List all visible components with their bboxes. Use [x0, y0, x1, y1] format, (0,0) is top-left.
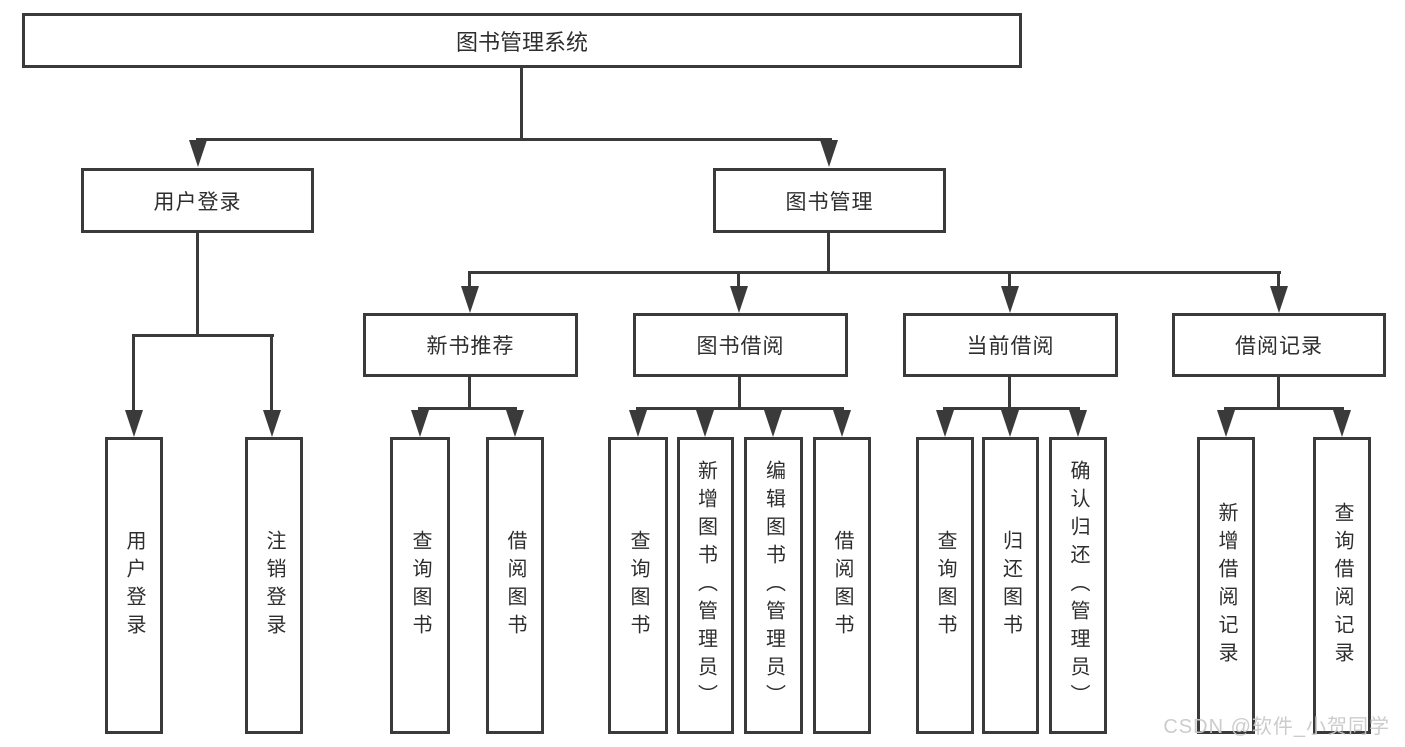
connector-line	[738, 375, 741, 410]
connector-line	[132, 334, 135, 413]
leaf-query-books-borrowing: 查询图书	[608, 437, 668, 734]
node-current-borrowing: 当前借阅	[903, 313, 1118, 377]
node-book-management: 图书管理	[713, 168, 946, 233]
arrow-down-icon	[1333, 410, 1351, 437]
connector-line	[636, 407, 844, 410]
node-new-book-recommend: 新书推荐	[363, 313, 578, 377]
arrow-down-icon	[696, 410, 714, 437]
node-borrowing-records: 借阅记录	[1172, 313, 1386, 377]
connector-line	[827, 231, 830, 274]
leaf-logout: 注销登录	[245, 437, 303, 734]
node-root: 图书管理系统	[22, 13, 1022, 68]
arrow-down-icon	[263, 410, 281, 437]
connector-line	[1008, 271, 1011, 289]
arrow-down-icon	[1217, 410, 1235, 437]
connector-line	[418, 407, 517, 410]
connector-line	[196, 138, 832, 141]
connector-line	[270, 334, 273, 413]
arrow-down-icon	[820, 140, 838, 167]
arrow-down-icon	[506, 410, 524, 437]
connector-line	[468, 271, 471, 289]
arrow-down-icon	[1001, 286, 1019, 313]
node-book-borrowing: 图书借阅	[633, 313, 848, 377]
leaf-borrow-books: 借阅图书	[813, 437, 871, 734]
csdn-watermark: CSDN @软件_小贺同学	[1163, 716, 1390, 738]
arrow-down-icon	[1001, 410, 1019, 437]
connector-line	[468, 271, 1281, 274]
connector-line	[1008, 375, 1011, 410]
connector-line	[1224, 407, 1344, 410]
node-user-login: 用户登录	[81, 168, 314, 233]
leaf-query-borrow-record: 查询借阅记录	[1313, 437, 1371, 734]
leaf-query-books-current: 查询图书	[916, 437, 974, 734]
connector-line	[737, 271, 740, 289]
connector-line	[1277, 375, 1280, 410]
leaf-add-borrow-record: 新增借阅记录	[1197, 437, 1255, 734]
arrow-down-icon	[833, 410, 851, 437]
leaf-user-login: 用户登录	[105, 437, 163, 734]
arrow-down-icon	[1270, 286, 1288, 313]
connector-line	[520, 66, 523, 141]
leaf-query-books-recommend: 查询图书	[390, 437, 450, 734]
arrow-down-icon	[629, 410, 647, 437]
arrow-down-icon	[461, 286, 479, 313]
connector-line	[132, 334, 274, 337]
connector-line	[468, 375, 471, 410]
leaf-borrow-books-recommend: 借阅图书	[486, 437, 544, 734]
leaf-add-books-admin: 新增图书（管理员）	[677, 437, 734, 734]
leaf-confirm-return-admin: 确认归还（管理员）	[1049, 437, 1107, 734]
arrow-down-icon	[411, 410, 429, 437]
leaf-edit-books-admin: 编辑图书（管理员）	[744, 437, 803, 734]
arrow-down-icon	[189, 140, 207, 167]
connector-line	[196, 231, 199, 337]
leaf-return-books: 归还图书	[982, 437, 1039, 734]
arrow-down-icon	[730, 286, 748, 313]
connector-line	[1277, 271, 1280, 289]
arrow-down-icon	[936, 410, 954, 437]
arrow-down-icon	[764, 410, 782, 437]
arrow-down-icon	[125, 410, 143, 437]
connector-line	[943, 407, 1080, 410]
arrow-down-icon	[1069, 410, 1087, 437]
